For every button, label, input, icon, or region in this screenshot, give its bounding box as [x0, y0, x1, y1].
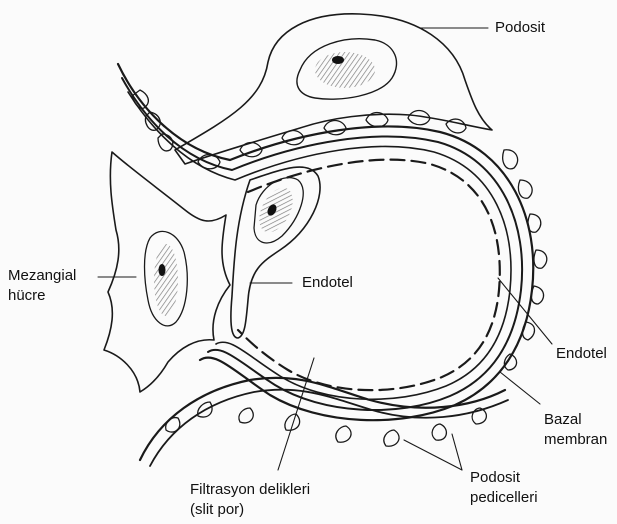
label-pedicel-line2: pedicelleri: [470, 488, 538, 507]
label-podosit: Podosit: [495, 18, 545, 37]
label-mezangial-line1: Mezangial: [8, 266, 76, 285]
label-endotel-inner: Endotel: [302, 273, 353, 292]
label-bazal-line1: Bazal: [544, 410, 582, 429]
label-pedicel-line1: Podosit: [470, 468, 520, 487]
endothelial-cell: [231, 167, 320, 338]
podocyte-pedicels: [132, 90, 547, 446]
label-filtrasyon-line1: Filtrasyon delikleri: [190, 480, 310, 499]
mesangial-cell: [104, 152, 230, 392]
label-mezangial-line2: hücre: [8, 286, 46, 305]
label-filtrasyon-line2: (slit por): [190, 500, 244, 519]
label-endotel-outer: Endotel: [556, 344, 607, 363]
label-bazal-line2: membran: [544, 430, 607, 449]
